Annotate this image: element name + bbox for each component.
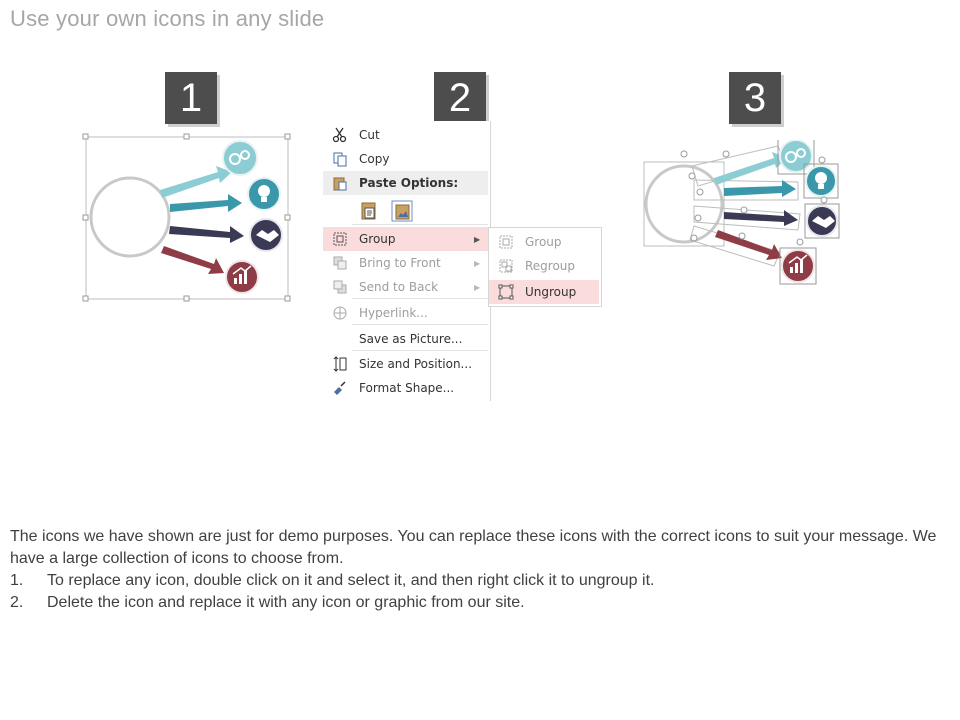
menu-separator bbox=[352, 350, 488, 351]
group-icon bbox=[495, 233, 517, 251]
gears-icon[interactable] bbox=[222, 140, 258, 176]
slide-title: Use your own icons in any slide bbox=[10, 6, 325, 31]
menu-item-bring-to-front[interactable]: Bring to Front ▶ bbox=[323, 251, 488, 275]
handshake-icon[interactable] bbox=[804, 203, 840, 239]
arrow-maroon bbox=[715, 230, 782, 260]
arrow-navy bbox=[724, 210, 798, 226]
menu-separator bbox=[352, 224, 488, 225]
bring-front-icon bbox=[329, 254, 351, 272]
group-submenu: Group Regroup Ungroup bbox=[488, 227, 602, 307]
group-icon bbox=[329, 230, 351, 248]
step-badge-2: 2 bbox=[434, 72, 486, 124]
submenu-item-group[interactable]: Group bbox=[489, 230, 599, 254]
intro-text: The icons we have shown are just for dem… bbox=[10, 528, 937, 567]
handshake-icon[interactable] bbox=[249, 218, 283, 252]
menu-item-format-shape[interactable]: Format Shape... bbox=[323, 376, 488, 400]
menu-item-copy[interactable]: Copy bbox=[323, 147, 488, 171]
menu-separator bbox=[352, 298, 488, 299]
clipboard-icon bbox=[329, 174, 351, 192]
paste-keep-formatting-icon[interactable] bbox=[359, 202, 381, 220]
hub-circle bbox=[89, 176, 171, 258]
menu-item-cut[interactable]: Cut bbox=[323, 123, 488, 147]
step1-graphic[interactable] bbox=[80, 128, 295, 306]
submenu-arrow-icon: ▶ bbox=[474, 258, 481, 268]
context-menu: Cut Copy Paste Options: Group ▶ Bring to… bbox=[323, 121, 491, 401]
growth-chart-icon[interactable] bbox=[779, 247, 817, 285]
menu-separator bbox=[352, 324, 488, 325]
arrow-teal bbox=[170, 194, 242, 212]
instructions: The icons we have shown are just for dem… bbox=[10, 526, 950, 614]
lightbulb-icon[interactable] bbox=[247, 177, 281, 211]
arrow-teal-light bbox=[160, 166, 232, 198]
step-badge-3: 3 bbox=[729, 72, 781, 124]
arrow-navy bbox=[169, 226, 244, 243]
ungroup-icon bbox=[495, 283, 517, 301]
gears-icon[interactable] bbox=[777, 140, 815, 175]
selection-handles[interactable] bbox=[82, 133, 291, 302]
format-shape-icon bbox=[329, 379, 351, 397]
arrow-maroon bbox=[161, 246, 224, 274]
circle-selection-box bbox=[643, 161, 725, 247]
paste-picture-icon[interactable] bbox=[391, 200, 413, 222]
menu-item-group[interactable]: Group ▶ bbox=[323, 227, 488, 251]
menu-item-send-to-back[interactable]: Send to Back ▶ bbox=[323, 275, 488, 299]
submenu-arrow-icon: ▶ bbox=[474, 234, 481, 244]
step-badge-1: 1 bbox=[165, 72, 217, 124]
regroup-icon bbox=[495, 257, 517, 275]
arrow-teal bbox=[724, 180, 796, 197]
step3-graphic[interactable] bbox=[638, 140, 848, 290]
hyperlink-icon bbox=[329, 304, 351, 322]
send-back-icon bbox=[329, 278, 351, 296]
submenu-arrow-icon: ▶ bbox=[474, 282, 481, 292]
selection-handles[interactable] bbox=[680, 150, 828, 246]
growth-chart-icon[interactable] bbox=[225, 260, 259, 294]
submenu-item-regroup[interactable]: Regroup bbox=[489, 254, 599, 278]
menu-item-save-as-picture[interactable]: Save as Picture... bbox=[359, 332, 463, 346]
instruction-step: 2. Delete the icon and replace it with a… bbox=[10, 594, 525, 611]
size-icon bbox=[329, 355, 351, 373]
submenu-item-ungroup[interactable]: Ungroup bbox=[489, 280, 599, 304]
lightbulb-icon[interactable] bbox=[803, 163, 839, 199]
arrow-teal-light bbox=[714, 152, 788, 185]
menu-item-size-and-position[interactable]: Size and Position... bbox=[323, 352, 488, 376]
paste-options-row bbox=[323, 197, 488, 225]
copy-icon bbox=[329, 150, 351, 168]
menu-paste-options-header: Paste Options: bbox=[323, 171, 488, 195]
instruction-step: 1. To replace any icon, double click on … bbox=[10, 572, 655, 589]
menu-item-hyperlink[interactable]: Hyperlink... bbox=[323, 301, 488, 325]
scissors-icon bbox=[329, 126, 351, 144]
